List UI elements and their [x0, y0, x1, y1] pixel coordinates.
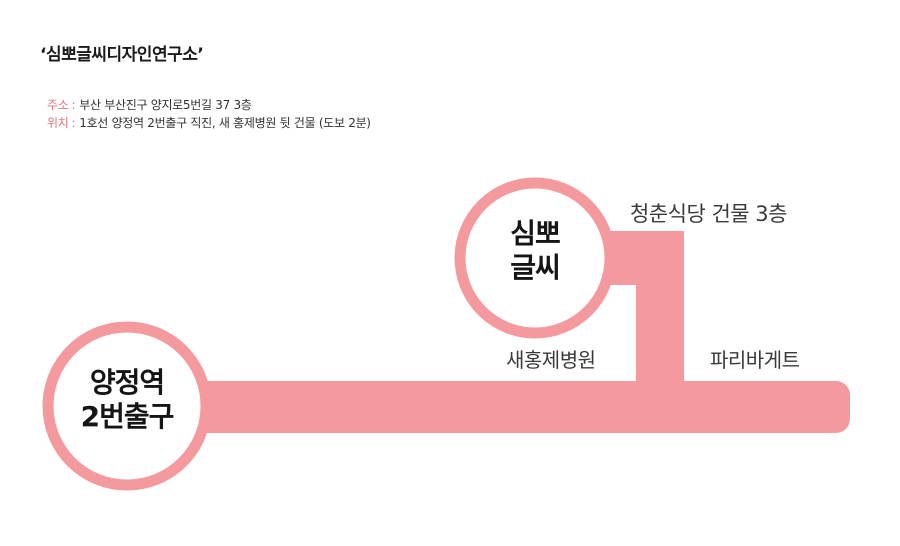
location-line: 위치:1호선 양정역 2번출구 직진, 새 홍제병원 뒷 건물 (도보 2분): [47, 114, 371, 131]
address-value: 부산 부산진구 양지로5번길 37 3층: [79, 98, 252, 112]
destination-label: 심뽀 글씨: [462, 217, 608, 284]
start-station-name: 양정역: [89, 366, 165, 399]
location-label: 위치: [47, 116, 69, 130]
main-road: [150, 381, 850, 433]
start-station-label: 양정역 2번출구: [48, 366, 206, 433]
landmark-building-label: 청춘식당 건물 3층: [630, 202, 787, 226]
address-line: 주소:부산 부산진구 양지로5번길 37 3층: [47, 96, 252, 113]
destination-marker: [454, 177, 616, 339]
start-station-exit: 2번출구: [80, 399, 175, 433]
landmark-bakery-label: 파리바게트: [710, 348, 800, 372]
landmark-hospital-label: 새홍제병원: [506, 348, 596, 372]
location-value: 1호선 양정역 2번출구 직진, 새 홍제병원 뒷 건물 (도보 2분): [79, 116, 371, 130]
location-separator: :: [71, 116, 76, 130]
address-separator: :: [71, 98, 76, 112]
page-title: ‘심뽀글씨디자인연구소’: [40, 45, 204, 65]
destination-name-line1: 심뽀: [510, 217, 561, 250]
address-label: 주소: [47, 98, 69, 112]
start-station-marker: [42, 321, 212, 491]
destination-name-line2: 글씨: [510, 250, 561, 284]
